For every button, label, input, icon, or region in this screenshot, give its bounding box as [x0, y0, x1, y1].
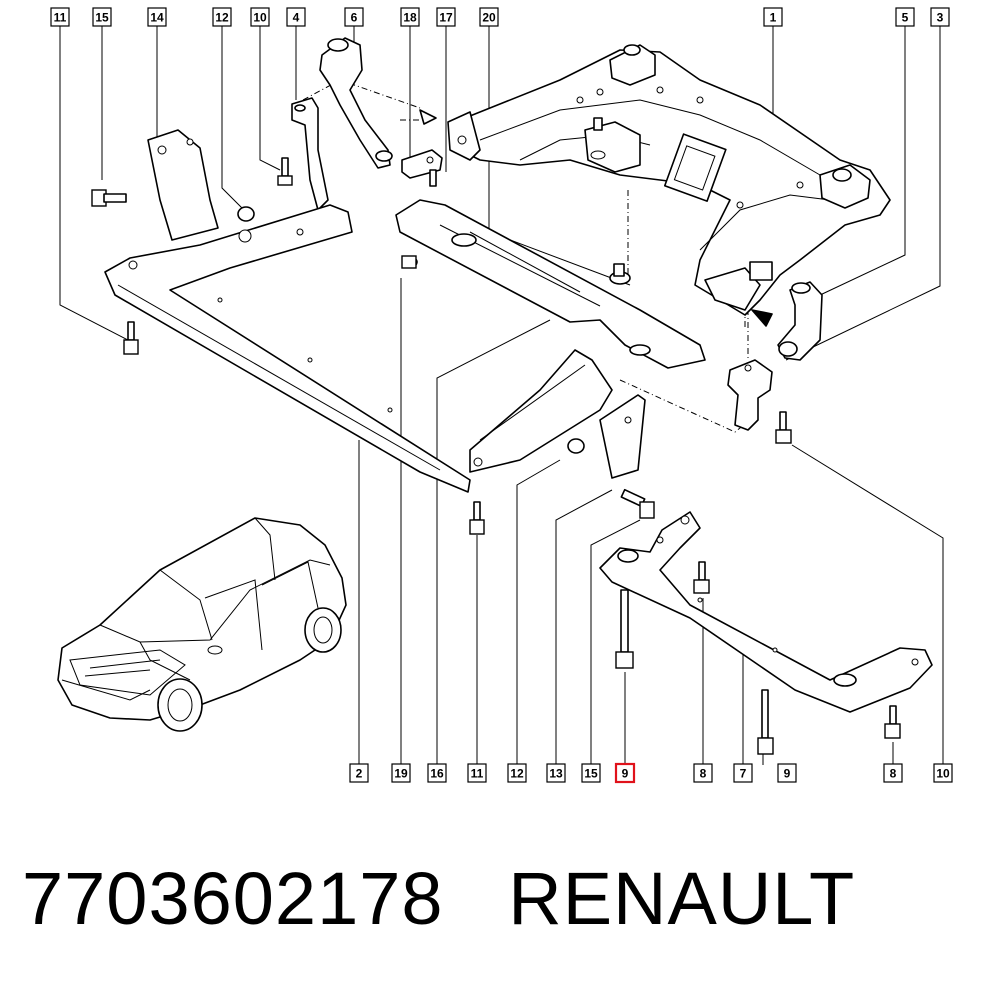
callout-12-top: 12 [212, 7, 232, 27]
callout-7-bottom: 7 [733, 763, 753, 783]
callout-13-bottom: 13 [546, 763, 566, 783]
subframe-part-1 [419, 44, 891, 327]
bracket-part-4 [291, 97, 329, 211]
bolt-11-bottom [469, 501, 485, 535]
svg-text:18: 18 [403, 11, 417, 25]
svg-text:17: 17 [439, 11, 453, 25]
bracket-part-14 [147, 129, 219, 241]
plate-part-20 [395, 199, 706, 369]
bolt-8-mid [693, 561, 710, 594]
bracket-part-13 [599, 394, 646, 479]
bolt-10-right [775, 411, 792, 444]
svg-text:5: 5 [902, 11, 909, 25]
callout-10-top: 10 [250, 7, 270, 27]
svg-text:15: 15 [584, 767, 598, 781]
svg-text:20: 20 [482, 11, 496, 25]
svg-text:3: 3 [937, 11, 944, 25]
callout-3-top: 3 [930, 7, 950, 27]
svg-text:14: 14 [150, 11, 164, 25]
callout-10-bottom: 10 [933, 763, 953, 783]
crossmember-part-2 [104, 204, 613, 493]
svg-text:1: 1 [770, 11, 777, 25]
brand-name: RENAULT [508, 857, 856, 940]
bushing-part-5 [777, 281, 823, 361]
callout-11-top: 11 [50, 7, 70, 27]
screw-part-17 [429, 169, 437, 187]
callout-9-highlighted: 9 [614, 762, 636, 784]
callout-8-bottom: 8 [693, 763, 713, 783]
svg-text:7: 7 [740, 767, 747, 781]
bolt-9-long [615, 589, 634, 669]
callout-8-bottom-right: 8 [883, 763, 903, 783]
svg-text:9: 9 [784, 767, 791, 781]
callout-15-bottom: 15 [581, 763, 601, 783]
svg-text:19: 19 [394, 767, 408, 781]
car-location-illustration [57, 517, 347, 732]
callout-2-bottom: 2 [349, 763, 369, 783]
svg-text:6: 6 [351, 11, 358, 25]
svg-text:9: 9 [622, 767, 629, 781]
svg-text:13: 13 [549, 767, 563, 781]
svg-text:8: 8 [890, 767, 897, 781]
svg-text:11: 11 [54, 11, 67, 25]
bolt-8-right [884, 705, 901, 739]
callout-4-top: 4 [286, 7, 306, 27]
svg-text:11: 11 [471, 767, 484, 781]
callout-14-top: 14 [147, 7, 167, 27]
bolt-15-right [620, 488, 655, 519]
svg-text:10: 10 [936, 767, 950, 781]
bolt-15-left [91, 189, 127, 207]
svg-text:8: 8 [700, 767, 707, 781]
bolt-10-top [277, 157, 293, 186]
callout-5-top: 5 [895, 7, 915, 27]
svg-text:12: 12 [510, 767, 524, 781]
callout-20-top: 20 [479, 7, 499, 27]
svg-text:12: 12 [215, 11, 229, 25]
callouts-bottom: 2 19 16 11 12 13 15 9 8 7 9 8 10 [349, 762, 953, 784]
callout-19-bottom: 19 [391, 763, 411, 783]
callout-9-bottom: 9 [777, 763, 797, 783]
callout-1-top: 1 [763, 7, 783, 27]
bolt-9-right [757, 689, 774, 755]
svg-text:10: 10 [253, 11, 267, 25]
bracket-part-3 [727, 359, 773, 431]
callout-18-top: 18 [400, 7, 420, 27]
svg-text:4: 4 [293, 11, 300, 25]
callout-16-bottom: 16 [427, 763, 447, 783]
plate-part-7 [599, 511, 933, 713]
bolt-11-left [123, 321, 139, 355]
callouts-top: 11 15 14 12 10 4 6 18 17 20 1 5 3 [50, 7, 950, 27]
callout-12-bottom: 12 [507, 763, 527, 783]
part-number-caption: 7703602178 RENAULT [22, 862, 855, 936]
callout-6-top: 6 [344, 7, 364, 27]
callout-15-top: 15 [92, 7, 112, 27]
callout-17-top: 17 [436, 7, 456, 27]
bolts [91, 157, 901, 755]
callout-11-bottom: 11 [467, 763, 487, 783]
svg-text:2: 2 [356, 767, 363, 781]
svg-text:16: 16 [430, 767, 444, 781]
svg-text:15: 15 [95, 11, 109, 25]
part-number: 7703602178 [22, 857, 444, 940]
arm-part-6 [319, 37, 393, 169]
